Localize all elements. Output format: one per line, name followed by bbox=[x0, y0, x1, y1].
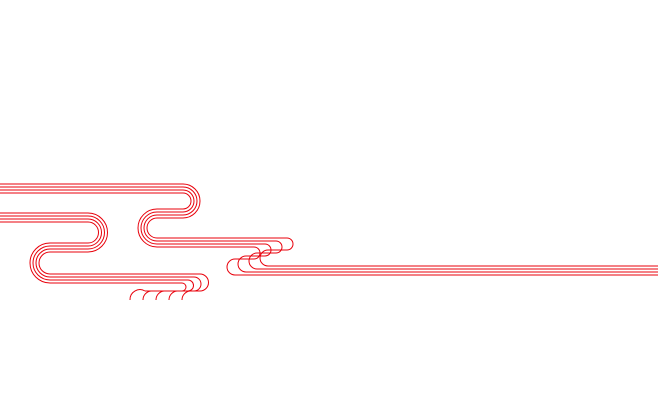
curl-end bbox=[129, 289, 146, 301]
wave-line bbox=[0, 218, 194, 301]
wave-line bbox=[0, 186, 658, 270]
wave-line bbox=[0, 183, 658, 267]
upper-wave-band bbox=[0, 183, 658, 276]
wave-line bbox=[0, 215, 202, 301]
lower-curl-band bbox=[129, 289, 160, 301]
wave-line bbox=[0, 189, 658, 273]
middle-wave-band bbox=[0, 212, 209, 301]
wave-line bbox=[0, 212, 209, 301]
wave-line bbox=[0, 192, 658, 276]
wave-line bbox=[0, 221, 187, 301]
